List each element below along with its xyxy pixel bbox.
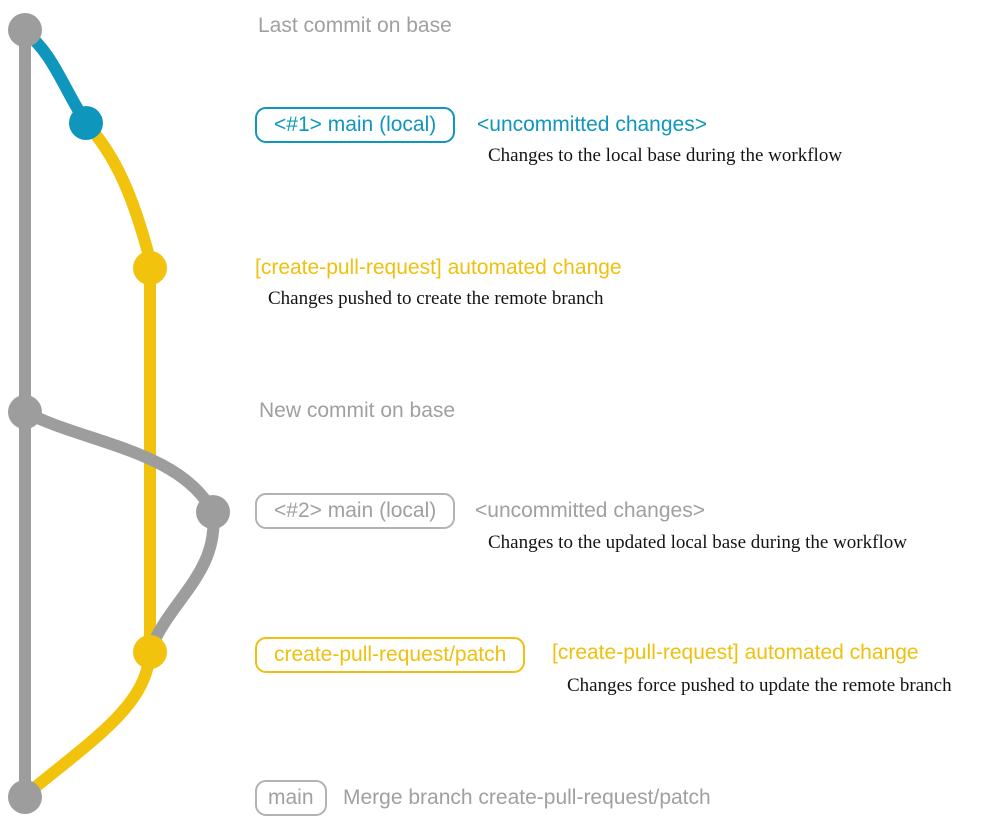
commit-dot-new-base: [8, 395, 42, 429]
commit-dot-local-1: [69, 106, 103, 140]
caption-local-base-changes-1: Changes to the local base during the wor…: [488, 145, 843, 166]
local-branch-2-out-line: [19, 406, 219, 518]
pr-branch-line: [80, 117, 156, 658]
branch-badge-main: main: [255, 780, 327, 816]
commit-dot-automated-1: [133, 251, 167, 285]
last-commit-title: Last commit on base: [258, 14, 452, 37]
branch-badge-main-local-2: <#2> main (local): [255, 493, 456, 529]
uncommitted-changes-title-1: <uncommitted changes>: [477, 113, 707, 136]
pr-branch-merge-line: [21, 646, 156, 800]
commit-dot-last-base: [8, 13, 42, 47]
branch-badge-main-local-1: <#1> main (local): [255, 107, 456, 143]
commit-dot-merge: [8, 780, 42, 814]
branch-badge-create-pull-request-patch: create-pull-request/patch: [255, 637, 526, 673]
local-branch-2-in-line: [145, 506, 220, 654]
git-graph: [8, 13, 230, 814]
caption-force-pushed-update-remote: Changes force pushed to update the remot…: [567, 675, 952, 696]
automated-change-title-2: [create-pull-request] automated change: [552, 641, 919, 664]
caption-local-base-changes-2: Changes to the updated local base during…: [488, 532, 907, 553]
commit-dot-automated-2: [133, 635, 167, 669]
commit-dot-local-2: [196, 495, 230, 529]
new-commit-title: New commit on base: [259, 399, 456, 422]
merge-commit-title: Merge branch create-pull-request/patch: [343, 786, 711, 809]
automated-change-title-1: [create-pull-request] automated change: [255, 256, 622, 279]
caption-pushed-create-remote: Changes pushed to create the remote bran…: [268, 288, 604, 309]
uncommitted-changes-title-2: <uncommitted changes>: [475, 499, 705, 522]
